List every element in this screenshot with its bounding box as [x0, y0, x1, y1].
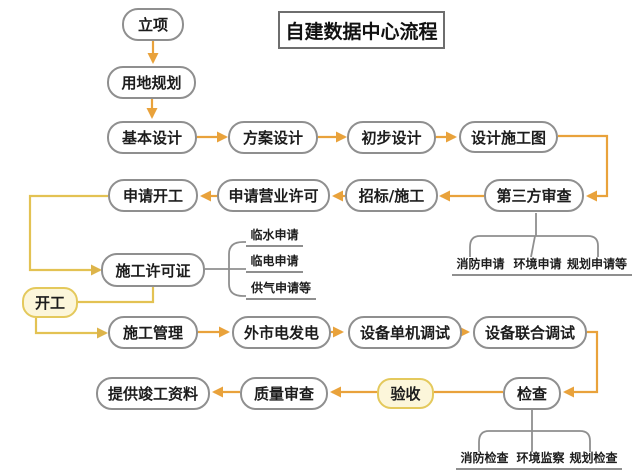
diagram-title: 自建数据中心流程	[278, 11, 445, 49]
node-label: 提供竣工资料	[107, 385, 198, 403]
leaf-xiaofang-jiancha: 消防检查	[456, 449, 513, 470]
edge-shenqingkaigong-xukezheng	[28, 194, 108, 276]
node-label: 申请开工	[122, 187, 183, 205]
node-label: 招标/施工	[358, 187, 425, 205]
node-waishidian-fadian: 外市电发电	[232, 316, 331, 349]
node-zhaobiao-shigong: 招标/施工	[345, 179, 438, 212]
edge-shigongtu-disanfang	[558, 134, 609, 202]
node-shigong-guanli: 施工管理	[108, 316, 198, 349]
bracket-jiancha	[478, 430, 591, 452]
node-chubu-sheji: 初步设计	[347, 121, 436, 154]
leaf-gongqi-shenqing: 供气申请等	[246, 279, 316, 300]
node-lixiang: 立项	[122, 8, 184, 41]
leaf-guihua-jiancha: 规划检查	[565, 449, 622, 470]
node-jiben-sheji: 基本设计	[107, 121, 197, 154]
node-disanfang-shencha: 第三方审查	[484, 179, 584, 212]
node-shenqing-yingye-xuke: 申请营业许可	[217, 179, 330, 212]
edge-lianhetiaoshi-jiancha	[563, 330, 599, 398]
bracket-disanfang-middle	[530, 235, 536, 258]
node-label: 开工	[34, 294, 65, 312]
node-label: 检查	[516, 385, 547, 403]
node-label: 申请营业许可	[228, 187, 319, 205]
node-label: 施工许可证	[115, 261, 191, 280]
node-shenqing-kaigong: 申请开工	[108, 179, 198, 212]
bracket-disanfang	[469, 235, 599, 257]
node-label: 初步设计	[361, 129, 422, 147]
node-label: 方案设计	[242, 129, 303, 147]
leaf-huanjing-shenqing: 环境申请	[509, 255, 566, 276]
node-kaigong: 开工	[22, 287, 78, 318]
leaf-lindian-shenqing: 临电申请	[246, 252, 303, 273]
node-label: 基本设计	[121, 129, 182, 147]
node-fangan-sheji: 方案设计	[228, 121, 318, 154]
node-shebei-lianhe-tiaoshi: 设备联合调试	[473, 316, 587, 349]
node-shigong-xukezheng: 施工许可证	[101, 253, 205, 287]
leaf-linshui-shenqing: 临水申请	[246, 226, 303, 247]
node-yongdi-guihua: 用地规划	[107, 66, 196, 99]
leaf-guihua-shenqing: 规划申请等	[562, 255, 632, 276]
node-label: 设备单机调试	[359, 324, 450, 342]
node-label: 设备联合调试	[484, 324, 575, 342]
node-sheji-shigongtu: 设计施工图	[459, 121, 558, 153]
node-label: 外市电发电	[243, 324, 319, 342]
node-tigong-jungong-ziliao: 提供竣工资料	[96, 377, 210, 410]
leaf-huanjing-jiancha: 环境监察	[512, 449, 569, 470]
node-zhiliang-shencha: 质量审查	[240, 377, 328, 410]
node-label: 设计施工图	[470, 128, 546, 147]
node-label: 质量审查	[253, 385, 314, 403]
edge-kaigong-shigongguanli	[34, 318, 108, 339]
node-label: 第三方审查	[496, 187, 572, 205]
node-label: 施工管理	[122, 324, 183, 342]
node-yanshou: 验收	[377, 378, 434, 409]
node-shebei-danji-tiaoshi: 设备单机调试	[348, 316, 462, 349]
brace-xukezheng-spine	[228, 241, 246, 297]
node-label: 验收	[390, 385, 421, 403]
node-label: 立项	[137, 16, 168, 34]
node-label: 用地规划	[121, 74, 182, 92]
node-jiancha: 检查	[503, 377, 561, 410]
edge-xukezheng-kaigong	[78, 287, 155, 304]
leaf-xiaofang-shenqing: 消防申请	[452, 255, 509, 276]
